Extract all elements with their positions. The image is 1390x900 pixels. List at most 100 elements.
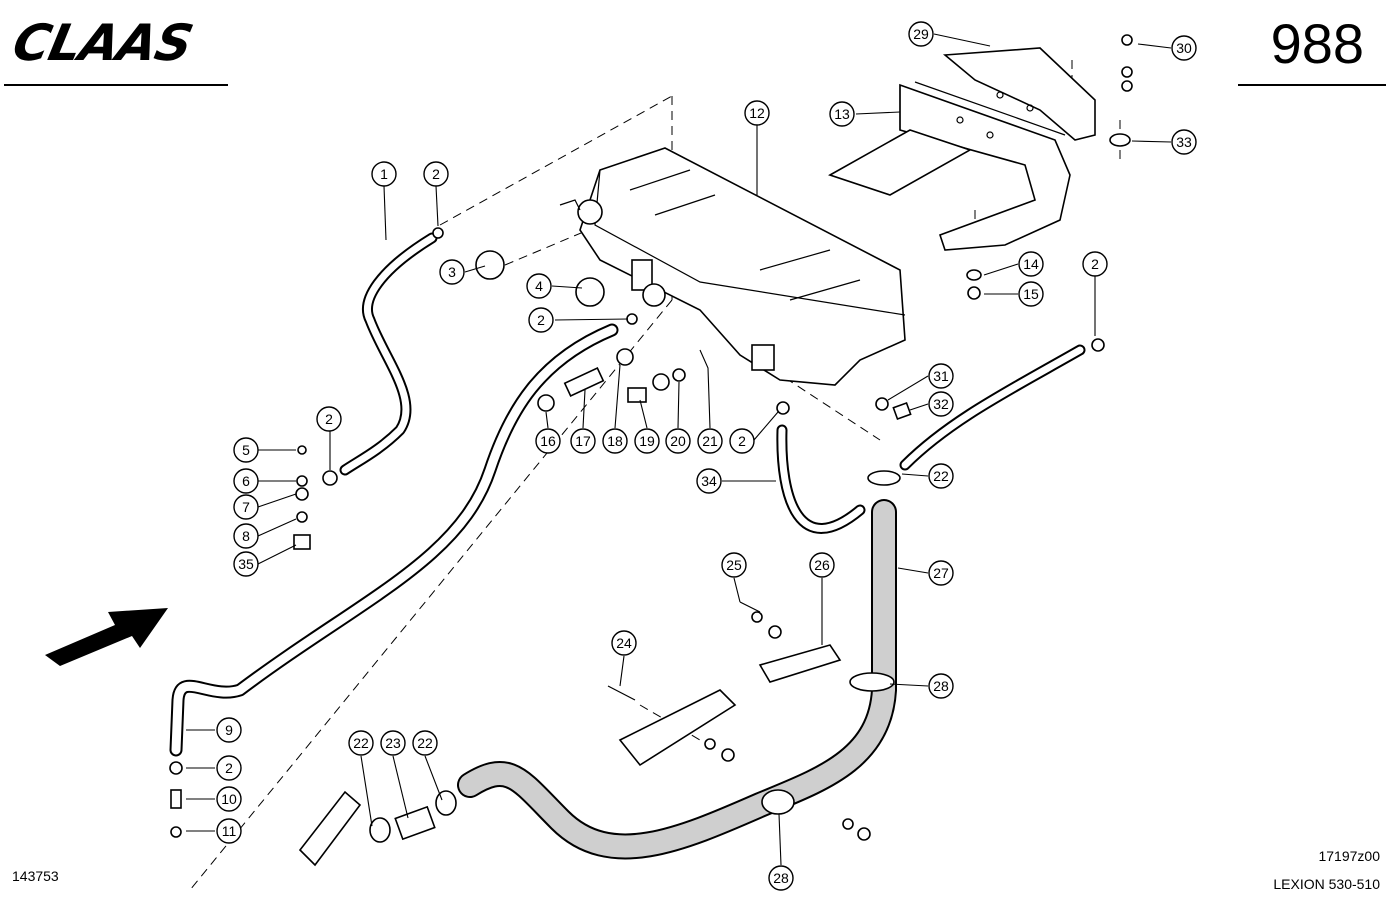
callout-2: 2 (316, 406, 342, 432)
svg-text:28: 28 (773, 870, 789, 886)
svg-text:2: 2 (225, 760, 233, 776)
svg-text:29: 29 (913, 26, 929, 42)
callout-5: 5 (233, 437, 259, 463)
header-rule-right (1238, 84, 1386, 86)
svg-text:8: 8 (242, 528, 250, 544)
callout-16: 16 (535, 428, 561, 454)
svg-text:9: 9 (225, 722, 233, 738)
svg-text:2: 2 (537, 312, 545, 328)
svg-text:19: 19 (639, 433, 655, 449)
callout-20: 20 (665, 428, 691, 454)
svg-text:3: 3 (448, 264, 456, 280)
drawing-number: 143753 (12, 868, 59, 884)
callout-18: 18 (602, 428, 628, 454)
svg-text:32: 32 (933, 396, 949, 412)
svg-text:1: 1 (380, 166, 388, 182)
callout-26: 26 (809, 552, 835, 578)
callout-34: 34 (696, 468, 722, 494)
callout-13: 13 (829, 101, 855, 127)
svg-text:30: 30 (1176, 40, 1192, 56)
svg-text:31: 31 (933, 368, 949, 384)
mounting-bracket (828, 47, 1096, 251)
callout-2: 2 (423, 161, 449, 187)
callout-2: 2 (1082, 251, 1108, 277)
svg-text:25: 25 (726, 557, 742, 573)
svg-text:2: 2 (432, 166, 440, 182)
svg-text:7: 7 (242, 499, 250, 515)
leader-lines (186, 33, 1172, 866)
callout-19: 19 (634, 428, 660, 454)
callout-28: 28 (928, 673, 954, 699)
svg-text:26: 26 (814, 557, 830, 573)
svg-text:28: 28 (933, 678, 949, 694)
page-number: 988 (1270, 12, 1364, 75)
callout-7: 7 (233, 494, 259, 520)
callout-24: 24 (611, 630, 637, 656)
svg-text:5: 5 (242, 442, 250, 458)
svg-text:34: 34 (701, 473, 717, 489)
hose-27 (457, 499, 897, 860)
callout-35: 35 (233, 551, 259, 577)
svg-text:13: 13 (834, 106, 850, 122)
callout-8: 8 (233, 523, 259, 549)
callout-33: 33 (1171, 129, 1197, 155)
callout-17: 17 (570, 428, 596, 454)
svg-text:12: 12 (749, 105, 765, 121)
callout-21: 21 (697, 428, 723, 454)
callout-14: 14 (1018, 251, 1044, 277)
svg-text:22: 22 (353, 735, 369, 751)
svg-text:18: 18 (607, 433, 623, 449)
hose-34 (776, 424, 866, 534)
oil-tank (559, 147, 906, 386)
callout-9: 9 (216, 717, 242, 743)
svg-text:27: 27 (933, 565, 949, 581)
svg-text:2: 2 (738, 433, 746, 449)
svg-text:23: 23 (385, 735, 401, 751)
callout-31: 31 (928, 363, 954, 389)
svg-text:2: 2 (325, 411, 333, 427)
svg-text:2: 2 (1091, 256, 1099, 272)
callout-2: 2 (216, 755, 242, 781)
callout-2: 2 (729, 428, 755, 454)
svg-text:4: 4 (535, 278, 543, 294)
model-name: LEXION 530-510 (1273, 876, 1380, 892)
svg-text:20: 20 (670, 433, 686, 449)
callout-15: 15 (1018, 281, 1044, 307)
svg-text:14: 14 (1023, 256, 1039, 272)
callout-27: 27 (928, 560, 954, 586)
callout-22: 22 (348, 730, 374, 756)
callout-12: 12 (744, 100, 770, 126)
arrow-travel-direction-icon (45, 608, 168, 666)
callout-22: 22 (412, 730, 438, 756)
callout-23: 23 (380, 730, 406, 756)
hose-1 (339, 232, 438, 476)
callout-11: 11 (216, 818, 242, 844)
header-rule-left (4, 84, 228, 86)
callout-32: 32 (928, 391, 954, 417)
callout-25: 25 (721, 552, 747, 578)
callout-10: 10 (216, 786, 242, 812)
callout-6: 6 (233, 468, 259, 494)
svg-text:35: 35 (238, 556, 254, 572)
callout-30: 30 (1171, 35, 1197, 61)
callout-3: 3 (439, 259, 465, 285)
svg-text:22: 22 (417, 735, 433, 751)
callout-1: 1 (371, 161, 397, 187)
callout-4: 4 (526, 273, 552, 299)
svg-text:10: 10 (221, 791, 237, 807)
hose-right (899, 344, 1086, 471)
svg-text:21: 21 (702, 433, 718, 449)
svg-text:15: 15 (1023, 286, 1039, 302)
callout-28: 28 (768, 865, 794, 891)
small-parts (169, 34, 1133, 867)
svg-text:24: 24 (616, 635, 632, 651)
svg-text:16: 16 (540, 433, 556, 449)
callout-2: 2 (528, 307, 554, 333)
hose-9 (169, 323, 619, 757)
svg-text:6: 6 (242, 473, 250, 489)
svg-text:11: 11 (222, 823, 237, 839)
svg-text:17: 17 (575, 433, 591, 449)
svg-text:22: 22 (933, 468, 949, 484)
svg-text:33: 33 (1176, 134, 1192, 150)
